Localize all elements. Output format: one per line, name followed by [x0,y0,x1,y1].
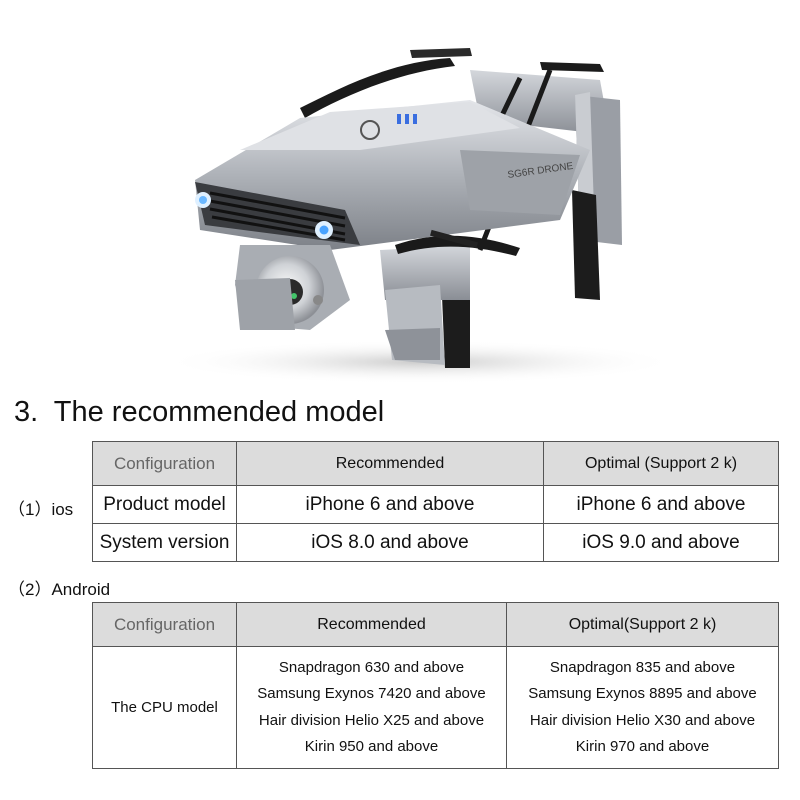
section-title: The recommended model [53,396,385,428]
drone-product-image: SG6R DRONE [160,48,680,384]
cell-optimal: iOS 9.0 and above [543,523,779,562]
table-row: The CPU model Snapdragon 630 and above S… [92,646,779,769]
header-configuration: Configuration [92,602,237,647]
header-recommended: Recommended [236,602,507,647]
cell-optimal: iPhone 6 and above [543,485,779,524]
list-item: Snapdragon 835 and above [549,658,736,676]
list-item: Hair division Helio X25 and above [258,711,485,729]
list-item: Hair division Helio X30 and above [529,711,756,729]
row-label: Product model [92,485,237,524]
row-label: The CPU model [92,646,237,769]
cell-recommended: iPhone 6 and above [236,485,544,524]
table-row: Product model iPhone 6 and above iPhone … [92,485,779,524]
list-item: Kirin 970 and above [575,738,710,755]
ios-label: （1）ios [8,500,74,519]
table-header-row: Configuration Recommended Optimal(Suppor… [92,602,779,647]
list-item: Kirin 950 and above [304,738,439,755]
header-configuration: Configuration [92,441,237,486]
ios-requirements-table: Configuration Recommended Optimal (Suppo… [92,441,779,562]
list-item: Samsung Exynos 8895 and above [528,685,757,702]
cell-recommended: Snapdragon 630 and above Samsung Exynos … [236,646,507,769]
header-optimal: Optimal(Support 2 k) [506,602,779,647]
table-header-row: Configuration Recommended Optimal (Suppo… [92,441,779,486]
list-item: Snapdragon 630 and above [278,658,465,676]
header-recommended: Recommended [236,441,544,486]
android-requirements-table: Configuration Recommended Optimal(Suppor… [92,602,779,769]
list-item: Samsung Exynos 7420 and above [257,685,486,702]
row-label: System version [92,523,237,562]
cell-optimal: Snapdragon 835 and above Samsung Exynos … [506,646,779,769]
android-label: （2）Android [8,580,111,599]
table-row: System version iOS 8.0 and above iOS 9.0… [92,523,779,562]
section-number: 3. [14,396,39,428]
header-optimal: Optimal (Support 2 k) [543,441,779,486]
cell-recommended: iOS 8.0 and above [236,523,544,562]
section-heading: 3. The recommended model [14,396,384,429]
